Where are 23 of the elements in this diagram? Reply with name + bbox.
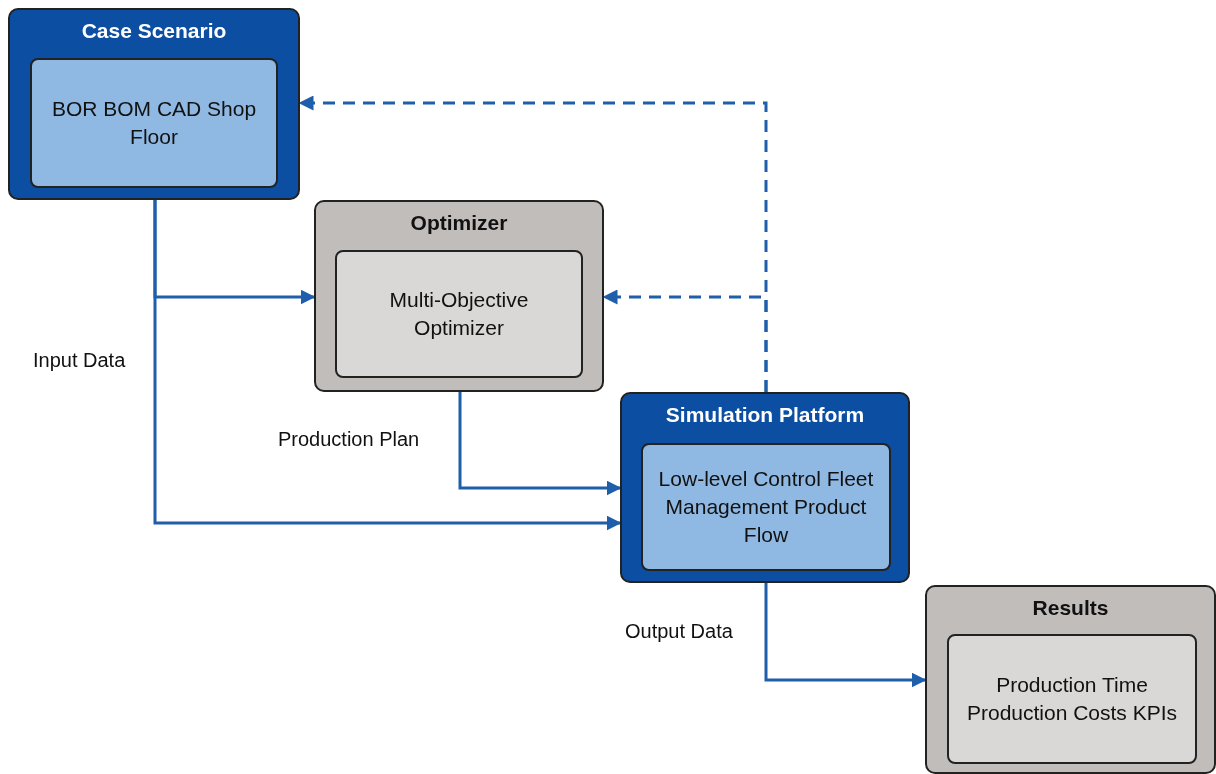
arrow [764, 583, 927, 688]
content-box [641, 443, 891, 571]
box-title: Simulation Platform [664, 403, 866, 427]
edge-label: Input Data [33, 349, 126, 372]
box-text: BOR BOM CAD Shop Floor [50, 96, 258, 150]
content-box [30, 58, 278, 188]
edge-label: Output Data [625, 620, 733, 643]
box-title: Case Scenario [80, 19, 228, 43]
box-title: Optimizer [409, 211, 509, 235]
edge-label: Production Plan [278, 428, 420, 451]
content-box [947, 634, 1197, 764]
dashed-arrow [602, 289, 768, 392]
arrow [458, 392, 622, 496]
box-text: Multi-Objective Optimizer [388, 287, 530, 341]
group-box [620, 392, 910, 583]
arrow [153, 200, 622, 531]
box-text: Low-level Control Fleet Management Product Flow [657, 466, 875, 548]
content-box [335, 250, 583, 378]
group-box [314, 200, 604, 392]
group-box [8, 8, 300, 200]
box-text: Production Time Production Costs KPIs [965, 672, 1179, 726]
group-box [925, 585, 1216, 774]
box-title: Results [1031, 596, 1110, 620]
